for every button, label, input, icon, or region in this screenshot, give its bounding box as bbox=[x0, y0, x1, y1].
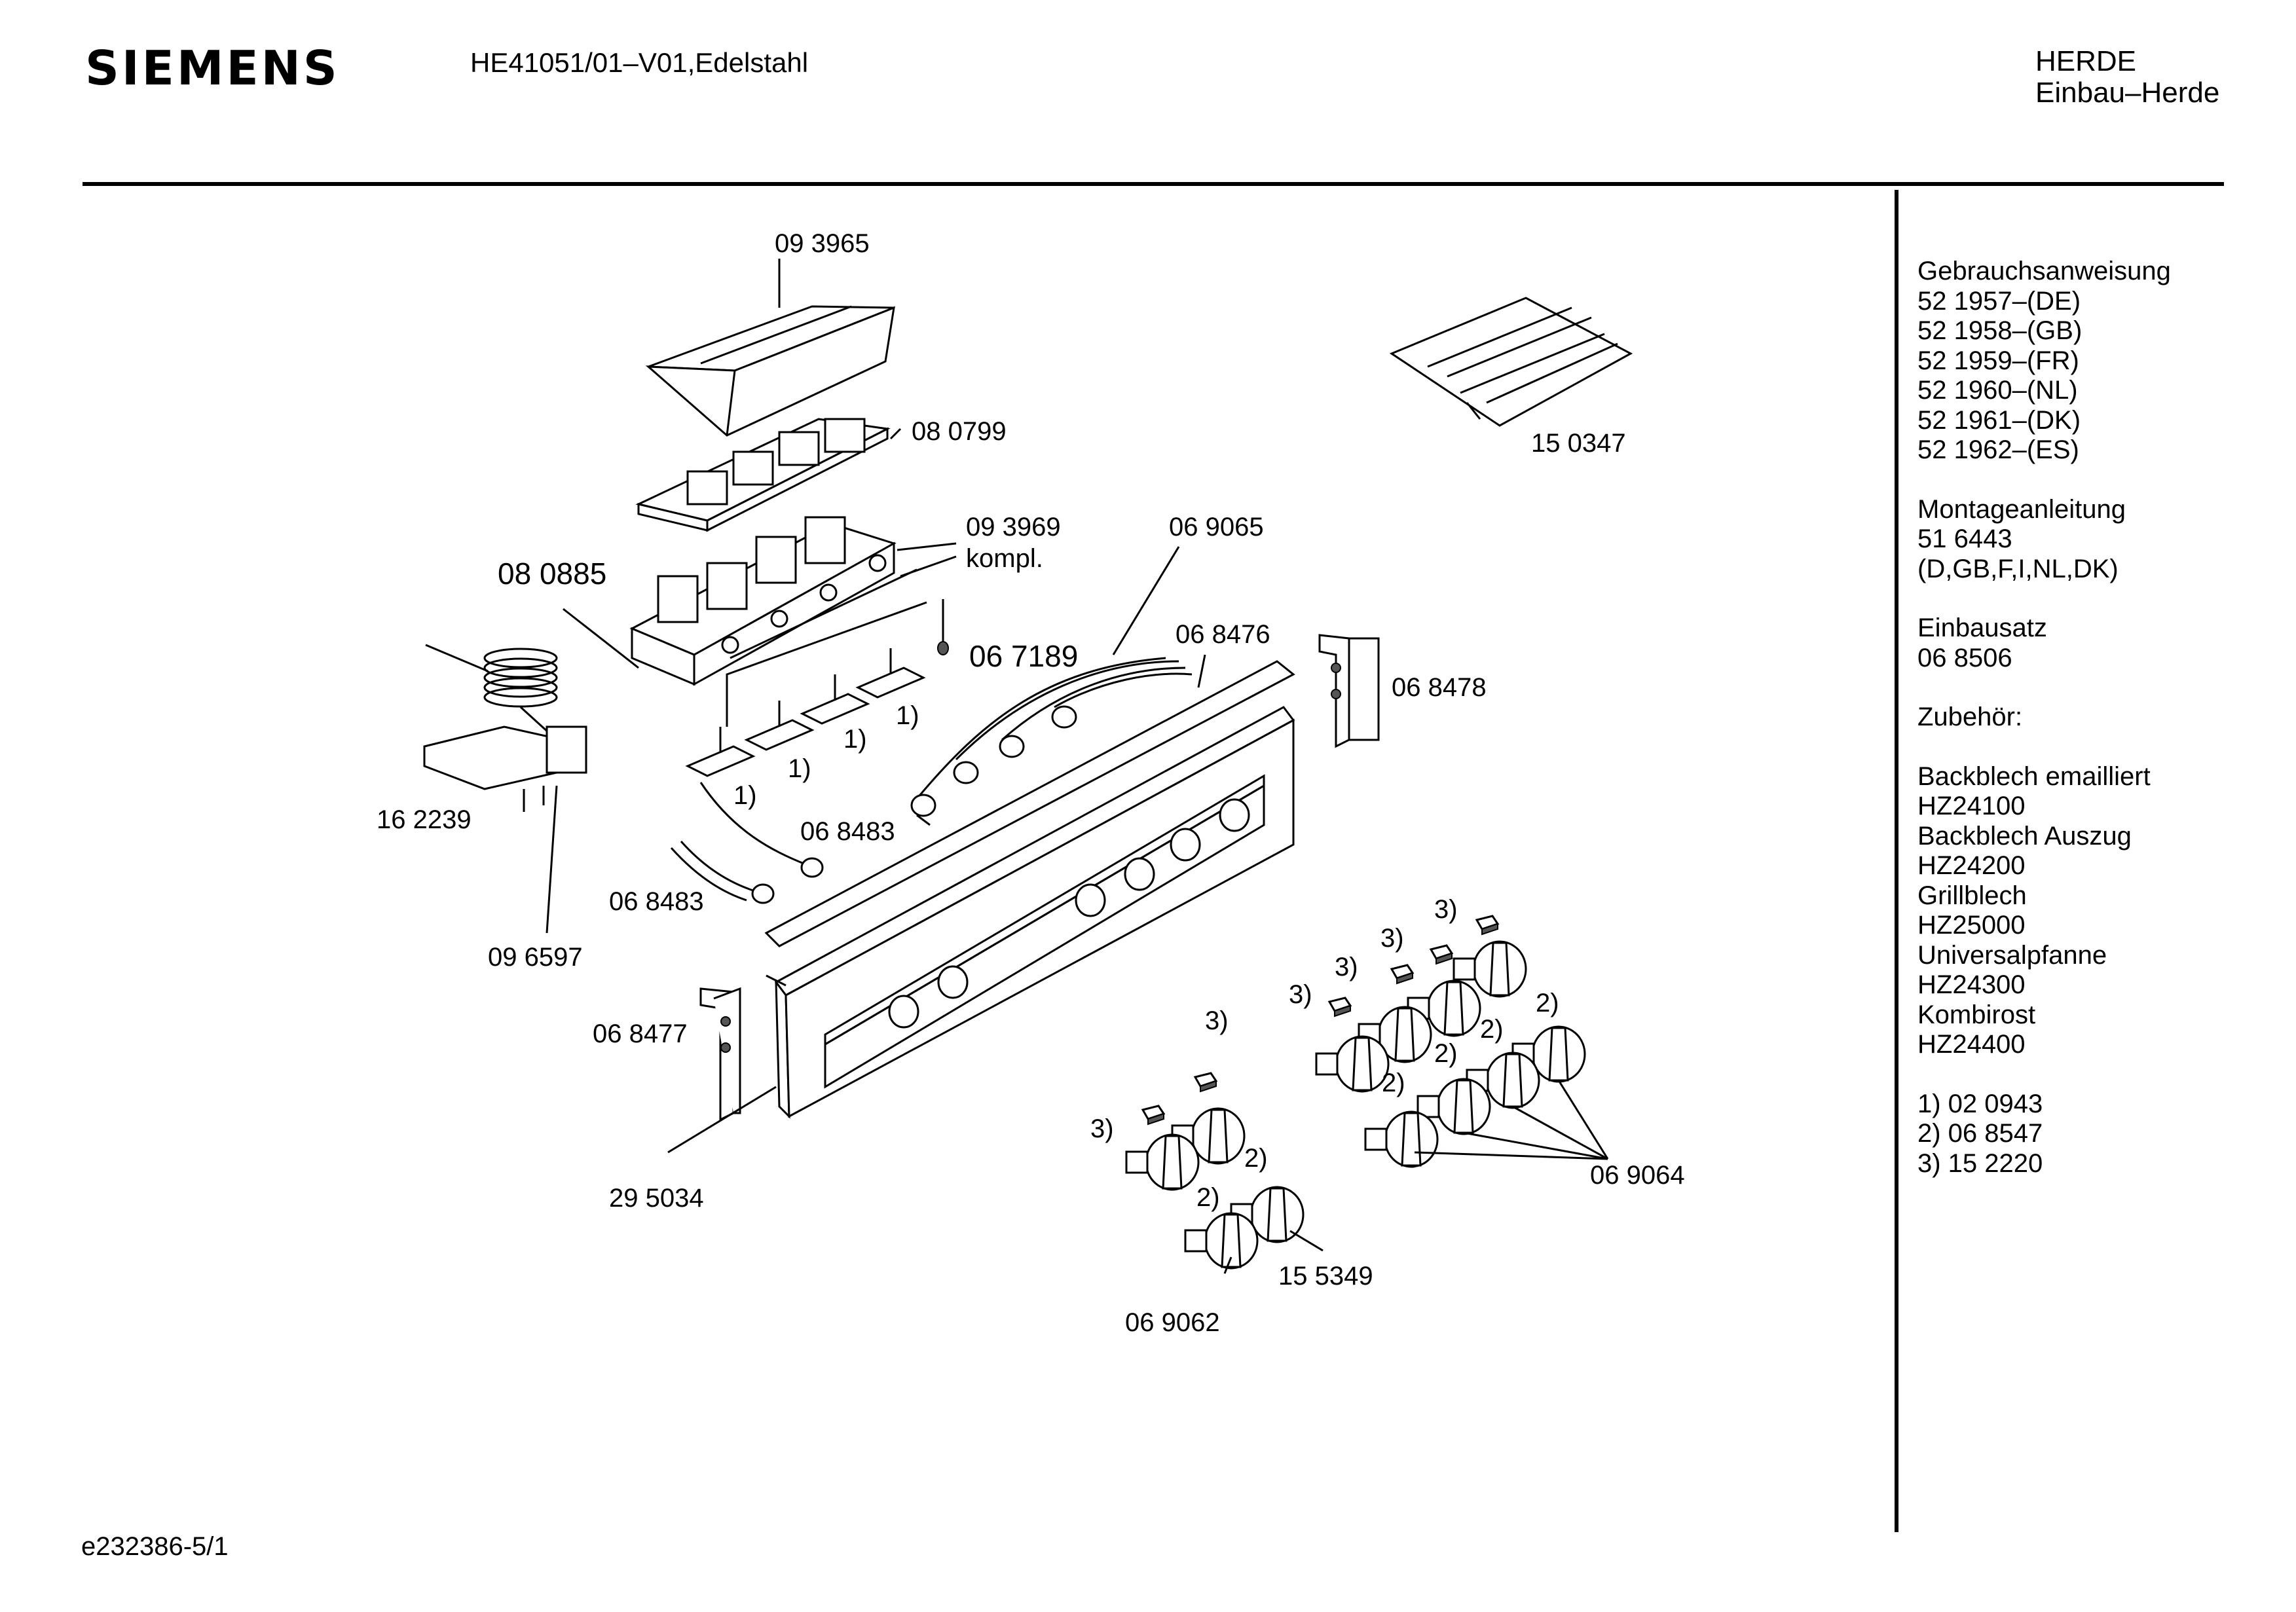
footnote-item: 1) 02 0943 bbox=[1917, 1089, 2043, 1118]
list-item: Backblech emailliert bbox=[1917, 761, 2151, 791]
subcategory-title: Einbau–Herde bbox=[2035, 77, 2220, 109]
list-item: 52 1960–(NL) bbox=[1917, 376, 2078, 405]
footnote-marker: 2) bbox=[1536, 989, 1559, 1017]
list-item: 06 8506 bbox=[1917, 643, 2012, 672]
list-item: 51 6443 bbox=[1917, 524, 2012, 553]
control-panel-part bbox=[774, 706, 1295, 1119]
bracket-part bbox=[1318, 634, 1380, 748]
part-number: 06 8478 bbox=[1392, 673, 1487, 702]
part-number: 06 9062 bbox=[1125, 1308, 1220, 1337]
part-number: 06 7189 bbox=[969, 639, 1078, 673]
accessories-heading-group: Zubehör: bbox=[1917, 703, 2171, 733]
list-item: Grillblech bbox=[1917, 881, 2027, 910]
footnote-marker: 2) bbox=[1382, 1069, 1405, 1097]
footnote-marker: 1) bbox=[843, 725, 867, 754]
siemens-logo: SIEMENS bbox=[85, 41, 340, 96]
part-number: 06 9065 bbox=[1169, 513, 1264, 541]
footnote-marker: 3) bbox=[1434, 895, 1458, 924]
accessories-group: Backblech emailliert HZ24100 Backblech A… bbox=[1917, 762, 2171, 1060]
part-number: 09 3965 bbox=[775, 229, 870, 258]
fastener-bag-part bbox=[1389, 297, 1633, 427]
category-block: HERDE Einbau–Herde bbox=[2035, 46, 2219, 109]
footnote-marker: 1) bbox=[733, 781, 757, 810]
switch-block-part bbox=[629, 516, 917, 686]
list-item: Kombirost bbox=[1917, 1000, 2036, 1029]
part-number: 06 8483 bbox=[800, 817, 895, 846]
switch-contacts-part bbox=[685, 601, 927, 777]
footnote-marker: 1) bbox=[896, 701, 919, 730]
parts-sidebar: Gebrauchsanweisung 52 1957–(DE) 52 1958–… bbox=[1917, 257, 2171, 1208]
list-item: HZ24200 bbox=[1917, 851, 2026, 880]
install-kit-group: Einbausatz 06 8506 bbox=[1917, 614, 2171, 673]
footnote-marker: 2) bbox=[1196, 1183, 1220, 1212]
sidebar-divider bbox=[1895, 190, 1898, 1532]
list-item: HZ24300 bbox=[1917, 970, 2026, 999]
part-number: 06 8477 bbox=[593, 1019, 688, 1048]
part-number: 16 2239 bbox=[377, 805, 472, 834]
wire-part bbox=[670, 782, 824, 904]
thermostat-part bbox=[423, 644, 587, 934]
part-number: 08 0885 bbox=[498, 557, 606, 591]
part-number: 15 5349 bbox=[1278, 1262, 1373, 1291]
footnote-marker: 3) bbox=[1289, 980, 1312, 1009]
group-title: Montageanleitung bbox=[1917, 494, 2126, 524]
list-item: HZ24400 bbox=[1917, 1030, 2026, 1059]
list-item: 52 1957–(DE) bbox=[1917, 286, 2081, 316]
part-number: 06 9064 bbox=[1590, 1161, 1685, 1190]
category-title: HERDE bbox=[2035, 45, 2137, 77]
document-id: e232386-5/1 bbox=[81, 1532, 229, 1561]
bracket-part bbox=[699, 987, 741, 1122]
footnote-marker: 2) bbox=[1480, 1015, 1504, 1044]
trim-strip-part bbox=[764, 660, 1295, 947]
footnote-item: 2) 06 8547 bbox=[1917, 1119, 2043, 1148]
list-item: 52 1961–(DK) bbox=[1917, 405, 2081, 435]
manual-group: Gebrauchsanweisung 52 1957–(DE) 52 1958–… bbox=[1917, 257, 2171, 466]
footnote-marker: 3) bbox=[1090, 1114, 1114, 1143]
screw-part bbox=[937, 599, 949, 655]
footnote-marker: 2) bbox=[1244, 1144, 1268, 1173]
list-item: Backblech Auszug bbox=[1917, 821, 2132, 851]
list-item: 52 1959–(FR) bbox=[1917, 346, 2079, 375]
part-number: 06 8483 bbox=[609, 887, 704, 916]
list-item: 52 1958–(GB) bbox=[1917, 316, 2083, 345]
part-number: 08 0799 bbox=[912, 417, 1007, 446]
part-number: kompl. bbox=[966, 544, 1043, 573]
list-item: 52 1962–(ES) bbox=[1917, 435, 2079, 464]
part-number: 29 5034 bbox=[609, 1184, 704, 1213]
footnote-marker: 3) bbox=[1380, 924, 1404, 953]
part-number: 15 0347 bbox=[1531, 429, 1626, 458]
part-number: 09 3969 bbox=[966, 513, 1061, 541]
list-item: (D,GB,F,I,NL,DK) bbox=[1917, 554, 2119, 583]
installation-group: Montageanleitung 51 6443 (D,GB,F,I,NL,DK… bbox=[1917, 495, 2171, 585]
group-title: Einbausatz bbox=[1917, 614, 2047, 642]
footnote-marker: 3) bbox=[1205, 1006, 1229, 1035]
footnote-marker: 1) bbox=[788, 754, 811, 783]
panel-knob bbox=[888, 798, 1250, 1029]
group-title: Gebrauchsanweisung bbox=[1917, 257, 2171, 285]
lamp-wiring-part bbox=[910, 657, 1193, 826]
header-divider bbox=[83, 182, 2224, 186]
footnote-marker: 2) bbox=[1434, 1039, 1458, 1068]
part-number: 09 6597 bbox=[488, 943, 583, 972]
list-item: HZ25000 bbox=[1917, 911, 2026, 940]
model-title: HE41051/01–V01,Edelstahl bbox=[470, 47, 809, 78]
list-item: Universalpfanne bbox=[1917, 940, 2107, 970]
footnote-group: 1) 02 0943 2) 06 8547 3) 15 2220 bbox=[1917, 1090, 2171, 1179]
list-item: HZ24100 bbox=[1917, 792, 2026, 820]
frame-part bbox=[635, 418, 891, 532]
footnote-item: 3) 15 2220 bbox=[1917, 1148, 2043, 1178]
tray-part bbox=[645, 305, 895, 437]
leader-lines bbox=[563, 259, 1609, 1274]
footnote-marker: 3) bbox=[1335, 953, 1358, 981]
part-number: 06 8476 bbox=[1176, 620, 1270, 649]
group-title: Zubehör: bbox=[1917, 703, 2023, 731]
